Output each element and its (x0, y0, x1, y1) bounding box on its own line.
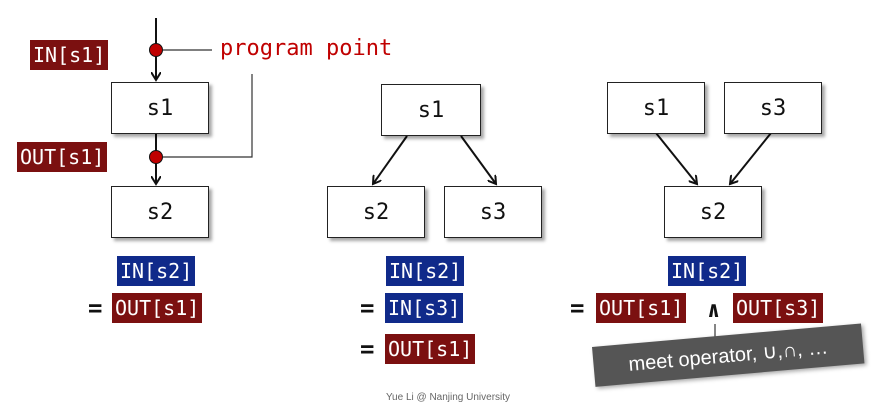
mid-eq-sign-2: = (360, 335, 375, 363)
mid-eq-sign-1: = (360, 294, 375, 322)
mid-block-s3: s3 (444, 186, 542, 238)
right-eq-sign: = (570, 294, 585, 322)
edge-mid-s1-s3 (460, 135, 496, 184)
program-point-label: program point (220, 36, 393, 61)
left-eq-rhs: OUT[s1] (112, 293, 203, 323)
right-eq-term-2: OUT[s3] (733, 293, 824, 323)
program-point-dot-bottom (149, 150, 163, 164)
out-s1-tag: OUT[s1] (17, 142, 108, 172)
right-block-s1: s1 (607, 82, 705, 134)
right-block-s2: s2 (664, 186, 762, 238)
footer-credit: Yue Li @ Nanjing University (385, 392, 511, 403)
left-eq-lhs: IN[s2] (117, 256, 196, 286)
right-eq-lhs: IN[s2] (668, 256, 747, 286)
mid-block-s2: s2 (327, 186, 425, 238)
right-eq-term-1: OUT[s1] (596, 293, 687, 323)
right-block-s3: s3 (724, 82, 822, 134)
left-eq-sign: = (88, 294, 103, 322)
mid-eq-rhs-2: OUT[s1] (385, 334, 476, 364)
edge-right-s1-s2 (655, 132, 697, 184)
mid-eq-lhs: IN[s2] (386, 256, 465, 286)
program-point-leader-bottom (163, 74, 253, 158)
in-s1-tag: IN[s1] (30, 40, 109, 70)
left-block-s2: s2 (111, 186, 209, 238)
mid-block-s1: s1 (381, 84, 481, 136)
edge-mid-s1-s2 (373, 135, 408, 184)
edge-right-s3-s2 (730, 132, 772, 184)
program-point-dot-top (149, 43, 163, 57)
left-block-s1: s1 (111, 82, 209, 134)
meet-symbol: ∧ (707, 298, 721, 323)
mid-eq-rhs-1: IN[s3] (385, 293, 464, 323)
